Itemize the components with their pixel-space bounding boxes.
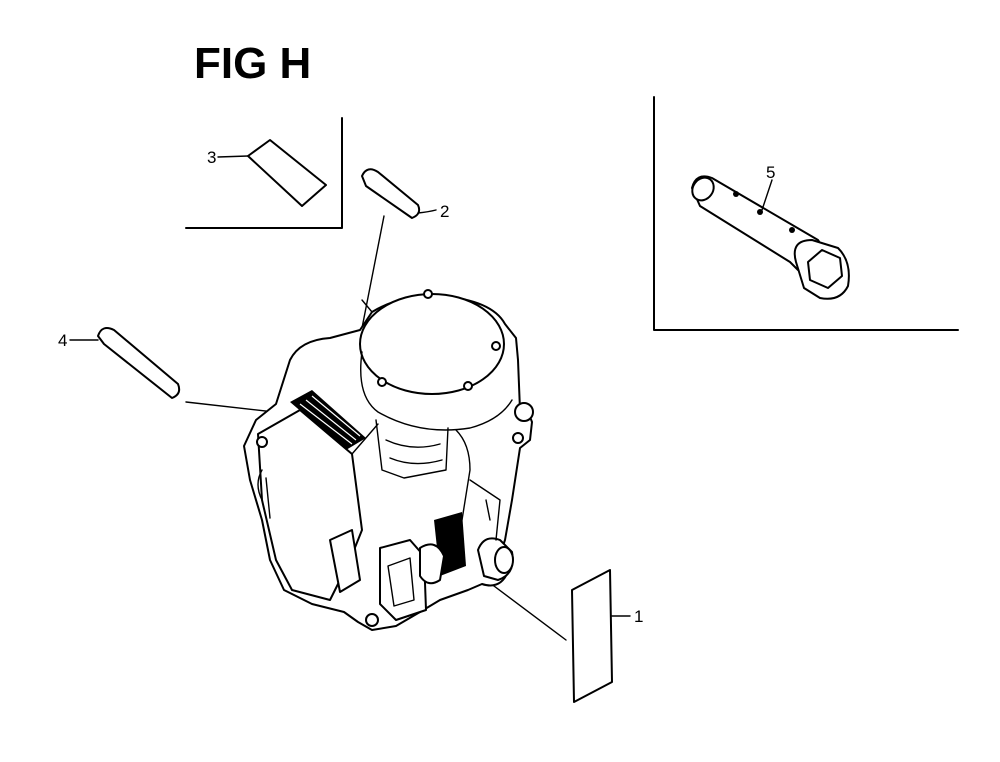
part-4-decal: 4 <box>58 327 293 415</box>
part-5-wrench: 5 <box>691 163 850 300</box>
callout-3: 3 <box>207 148 216 167</box>
inset-frame-left <box>185 117 343 229</box>
callout-5: 5 <box>766 163 775 182</box>
part-1-label: 1 <box>469 567 643 703</box>
callout-4: 4 <box>58 331 67 350</box>
figure-title: FIG H <box>194 39 311 88</box>
callout-2: 2 <box>440 202 449 221</box>
callout-1: 1 <box>634 607 643 626</box>
inset-frame-right <box>653 96 959 331</box>
engine-illustration <box>243 289 534 631</box>
part-3-label: 3 <box>207 139 327 207</box>
part-2-decal: 2 <box>361 168 449 329</box>
